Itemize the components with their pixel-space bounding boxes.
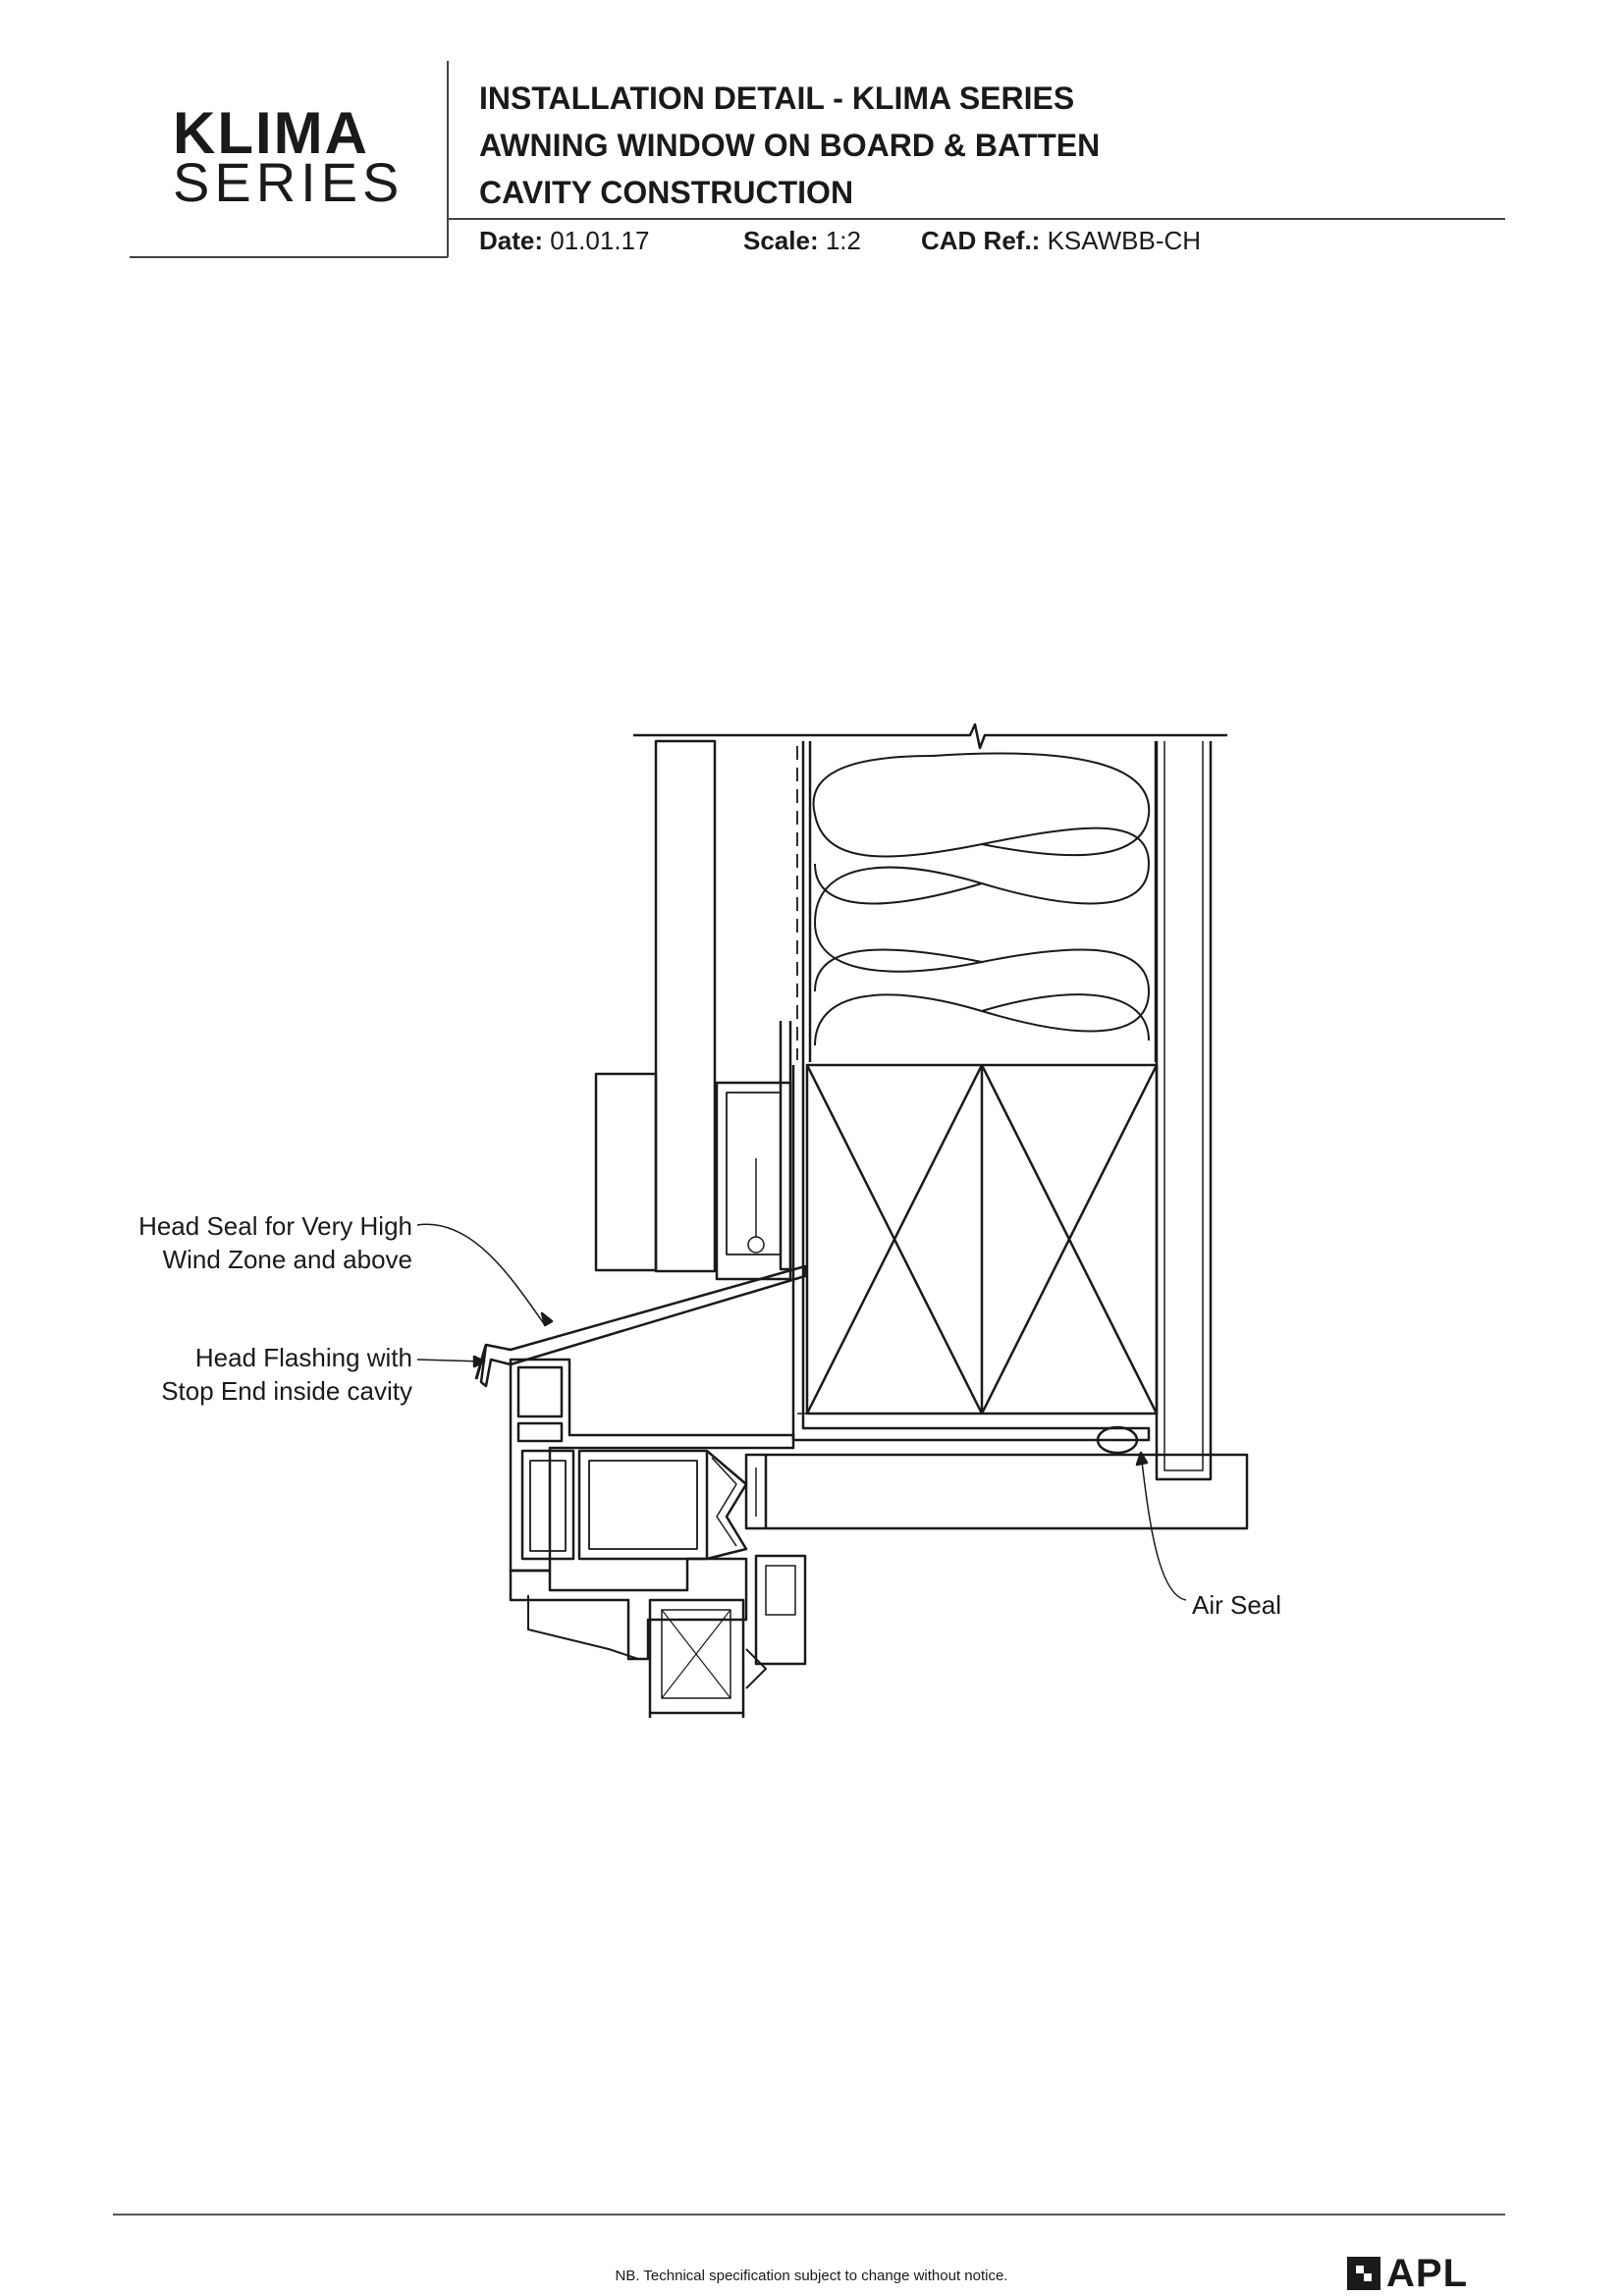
callout-head-seal-line1: Head Seal for Very High bbox=[138, 1211, 412, 1241]
callout-head-flashing-line1: Head Flashing with bbox=[194, 1343, 412, 1372]
leader-air-seal bbox=[1140, 1452, 1187, 1601]
apl-logo-icon bbox=[1347, 2257, 1380, 2290]
scale-label: Scale: bbox=[743, 226, 819, 255]
footer-note: NB. Technical specification subject to c… bbox=[615, 2268, 1008, 2284]
footer-rule bbox=[113, 2214, 1505, 2216]
logo-series: SERIES bbox=[173, 151, 405, 213]
glazing-unit bbox=[577, 1449, 709, 1561]
callout-head-flashing: Head Flashing with Stop End inside cavit… bbox=[88, 1341, 412, 1408]
interior-lining bbox=[1155, 741, 1213, 1481]
frame-head bbox=[509, 1358, 795, 1573]
title-line-2: AWNING WINDOW ON BOARD & BATTEN bbox=[479, 128, 1101, 163]
cad-label: CAD Ref.: bbox=[921, 226, 1041, 255]
header-vertical-divider bbox=[447, 61, 449, 257]
callout-head-seal-line2: Wind Zone and above bbox=[162, 1245, 412, 1274]
leader-head-flashing bbox=[416, 1359, 485, 1362]
date-value: 01.01.17 bbox=[550, 226, 650, 255]
apl-logo-text: APL bbox=[1386, 2252, 1468, 2295]
lower-frame bbox=[509, 1557, 748, 1661]
sash-frame bbox=[520, 1449, 575, 1561]
logo-klima: KLIMA bbox=[173, 100, 369, 166]
cad-value: KSAWBB-CH bbox=[1047, 226, 1202, 255]
title-line-1: INSTALLATION DETAIL - KLIMA SERIES bbox=[479, 80, 1075, 116]
meta-cad-ref: CAD Ref.: KSAWBB-CH bbox=[921, 228, 1201, 253]
lower-sash bbox=[648, 1598, 745, 1715]
head-flashing bbox=[479, 1264, 807, 1388]
top-break-line bbox=[633, 722, 1227, 750]
leader-head-seal bbox=[416, 1223, 546, 1326]
header-divider bbox=[447, 218, 1505, 220]
title-line-3: CAVITY CONSTRUCTION bbox=[479, 175, 854, 210]
logo-underline bbox=[130, 256, 448, 258]
air-seal bbox=[1096, 1425, 1139, 1455]
date-label: Date: bbox=[479, 226, 544, 255]
callout-head-flashing-line2: Stop End inside cavity bbox=[161, 1376, 412, 1406]
callout-head-seal: Head Seal for Very High Wind Zone and ab… bbox=[88, 1209, 412, 1276]
meta-scale: Scale: 1:2 bbox=[743, 228, 861, 253]
callout-air-seal: Air Seal bbox=[1192, 1590, 1282, 1620]
batten-block bbox=[594, 1072, 658, 1272]
meta-date: Date: 01.01.17 bbox=[479, 228, 649, 253]
sill-board bbox=[744, 1453, 1249, 1530]
reveal-liner bbox=[791, 1065, 1151, 1442]
scale-value: 1:2 bbox=[825, 226, 861, 255]
insulation-batts bbox=[812, 755, 1150, 1046]
cladding-board bbox=[654, 739, 717, 1273]
